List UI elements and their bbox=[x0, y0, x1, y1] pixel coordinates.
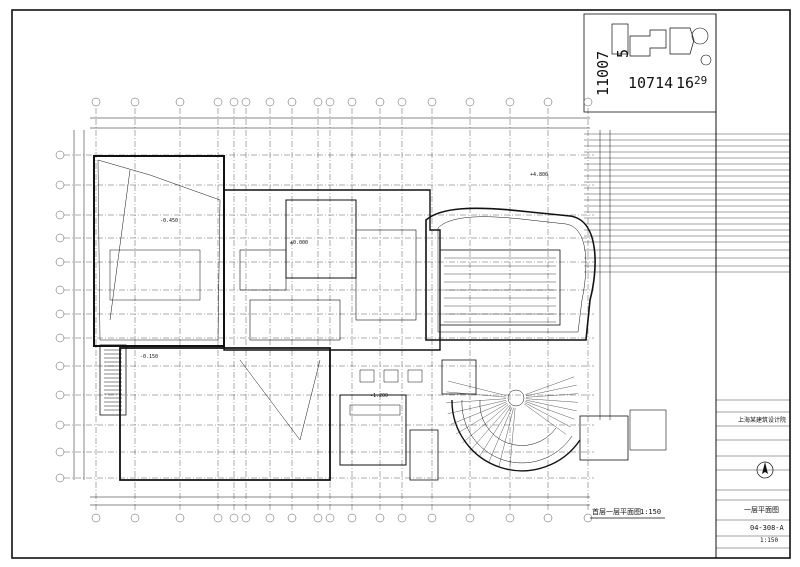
grid-bubble bbox=[325, 97, 335, 107]
grid-bubble bbox=[55, 420, 65, 430]
grid-bubble bbox=[229, 97, 239, 107]
grid-bubble bbox=[375, 97, 385, 107]
elevation-mark-2: -0.150 bbox=[140, 354, 158, 360]
grid-bubble bbox=[241, 97, 251, 107]
grid-bubble bbox=[55, 309, 65, 319]
grid-bubble bbox=[583, 97, 593, 107]
grid-bubble bbox=[55, 285, 65, 295]
grid-bubble bbox=[347, 513, 357, 523]
title-block-scale: 1:150 bbox=[760, 537, 778, 544]
grid-bubble bbox=[287, 97, 297, 107]
grid-bubble bbox=[505, 513, 515, 523]
grid-bubble bbox=[427, 97, 437, 107]
grid-bubble bbox=[130, 513, 140, 523]
grid-axes bbox=[55, 97, 594, 523]
grid-bubble bbox=[375, 513, 385, 523]
key-plan-number-b: 5 bbox=[614, 49, 632, 58]
title-block: 上海某建筑设计院 一层平面图 04-308-A 1:150 bbox=[584, 14, 790, 558]
grid-bubble bbox=[543, 97, 553, 107]
grid-bubble bbox=[427, 513, 437, 523]
key-plan: 11007 5 10714 16 29 bbox=[583, 13, 717, 113]
grid-bubble bbox=[397, 513, 407, 523]
elevation-mark-3: ±0.000 bbox=[290, 240, 308, 246]
key-plan-number-e: 29 bbox=[694, 74, 707, 87]
grid-bubble bbox=[55, 333, 65, 343]
grid-bubble bbox=[465, 97, 475, 107]
grid-bubble bbox=[465, 513, 475, 523]
grid-bubble bbox=[55, 361, 65, 371]
grid-bubble bbox=[241, 513, 251, 523]
grid-bubble bbox=[505, 97, 515, 107]
grid-bubble bbox=[130, 97, 140, 107]
title-block-drawing-no: 04-308-A bbox=[750, 524, 785, 532]
plan-caption-scale: 1:150 bbox=[640, 508, 661, 516]
grid-bubble bbox=[325, 513, 335, 523]
north-arrow-icon bbox=[756, 461, 774, 479]
grid-bubble bbox=[55, 233, 65, 243]
sheet-border bbox=[11, 9, 791, 559]
grid-bubble bbox=[213, 513, 223, 523]
grid-bubble bbox=[347, 97, 357, 107]
elevation-markers: -0.450 -0.150 ±0.000 +4.800 -1.200 bbox=[140, 172, 548, 399]
grid-bubble bbox=[55, 210, 65, 220]
plan-caption-title: 首层一层平面图 bbox=[592, 507, 641, 516]
grid-bubble bbox=[287, 513, 297, 523]
elevation-mark-5: -1.200 bbox=[370, 393, 388, 399]
grid-bubble bbox=[55, 473, 65, 483]
key-plan-number-a: 11007 bbox=[594, 51, 612, 96]
title-block-stamp: 上海某建筑设计院 bbox=[738, 416, 786, 424]
grid-bubble bbox=[55, 257, 65, 267]
grid-bubble bbox=[55, 180, 65, 190]
grid-bubble bbox=[175, 513, 185, 523]
title-block-drawing-name: 一层平面图 bbox=[744, 506, 779, 514]
grid-bubble bbox=[55, 150, 65, 160]
grid-bubble bbox=[91, 513, 101, 523]
grid-bubble bbox=[397, 97, 407, 107]
grid-bubble bbox=[213, 97, 223, 107]
grid-bubble bbox=[55, 447, 65, 457]
elevation-mark-1: -0.450 bbox=[160, 218, 178, 224]
key-plan-number-d: 16 bbox=[676, 74, 694, 92]
grid-bubble bbox=[265, 513, 275, 523]
elevation-mark-4: +4.800 bbox=[530, 172, 548, 178]
grid-bubble bbox=[543, 513, 553, 523]
plan-caption: 首层一层平面图 1:150 bbox=[590, 507, 665, 519]
floor-plan bbox=[93, 155, 667, 481]
grid-bubble bbox=[175, 97, 185, 107]
grid-bubble bbox=[313, 513, 323, 523]
grid-bubble bbox=[55, 390, 65, 400]
dimension-lines bbox=[73, 117, 611, 506]
grid-bubble bbox=[265, 97, 275, 107]
key-plan-number-c: 10714 bbox=[628, 74, 673, 92]
grid-bubble bbox=[229, 513, 239, 523]
grid-bubble bbox=[91, 97, 101, 107]
grid-bubble bbox=[313, 97, 323, 107]
